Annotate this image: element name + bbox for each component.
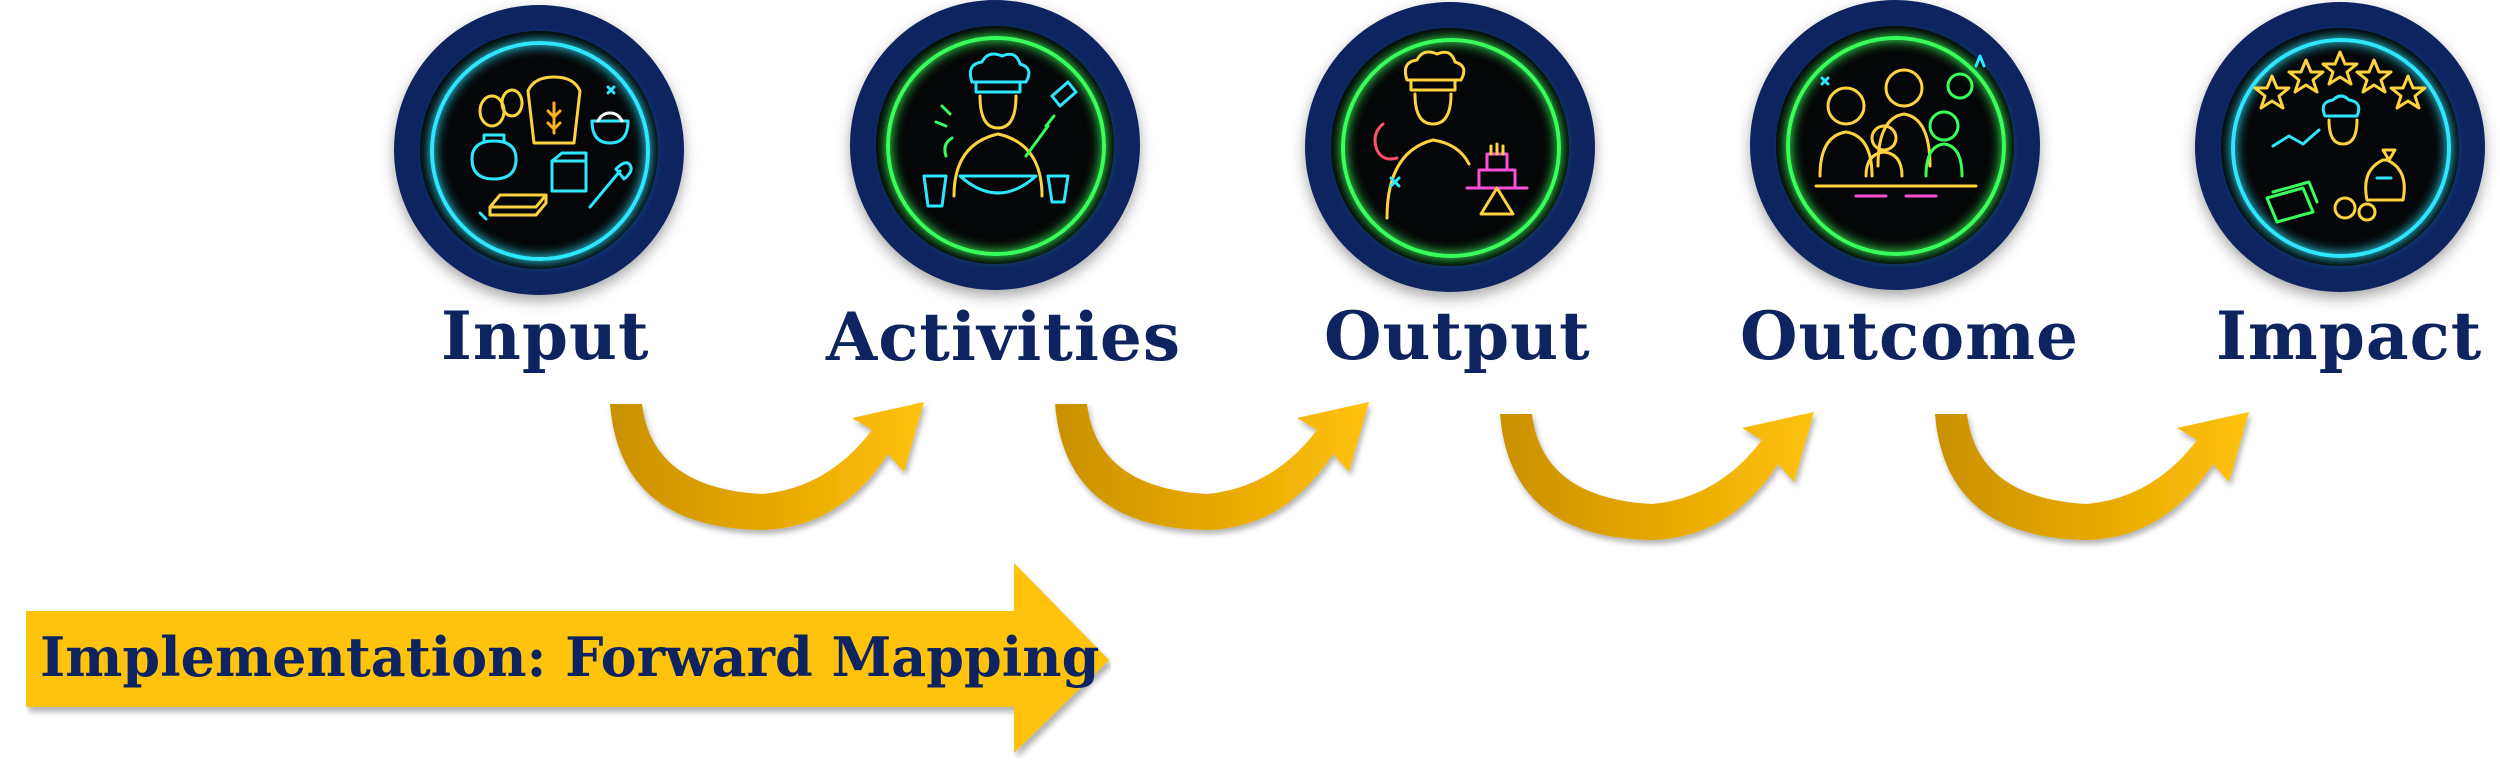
chef-cake-icon bbox=[1373, 50, 1529, 220]
neon-ring bbox=[2231, 38, 2451, 258]
stage-label-input: Input bbox=[441, 297, 650, 375]
stage-label-outcome: Outcome bbox=[1740, 297, 2079, 375]
curved-arrow-outcome-to-impact bbox=[1935, 412, 2249, 540]
curved-arrow-input-to-activities bbox=[610, 402, 924, 530]
ingredients-icon bbox=[470, 75, 633, 221]
chef-mixing-icon bbox=[922, 52, 1078, 208]
forward-mapping-banner: Implementation: Forward Mapping bbox=[26, 563, 1111, 758]
outcome-circle bbox=[1750, 0, 2040, 290]
input-circle bbox=[394, 5, 684, 295]
banner-arrow-shape bbox=[26, 563, 1109, 753]
curved-arrow-output-to-outcome bbox=[1500, 412, 1814, 540]
neon-ring bbox=[430, 41, 650, 261]
banner-label: Implementation: Forward Mapping bbox=[40, 625, 1100, 689]
stage-label-impact: Impact bbox=[2216, 297, 2483, 375]
star-chef-money-icon bbox=[2253, 50, 2427, 224]
neon-ring bbox=[1786, 36, 2006, 256]
stage-label-output: Output bbox=[1324, 297, 1591, 375]
neon-ring bbox=[886, 36, 1106, 256]
activities-circle bbox=[850, 0, 1140, 290]
impact-circle bbox=[2195, 2, 2485, 292]
stage-label-activities: Activities bbox=[826, 298, 1182, 376]
curved-arrow-activities-to-output bbox=[1055, 402, 1369, 530]
neon-ring bbox=[1341, 38, 1561, 258]
output-circle bbox=[1305, 2, 1595, 292]
happy-family-icon bbox=[1814, 54, 1986, 198]
